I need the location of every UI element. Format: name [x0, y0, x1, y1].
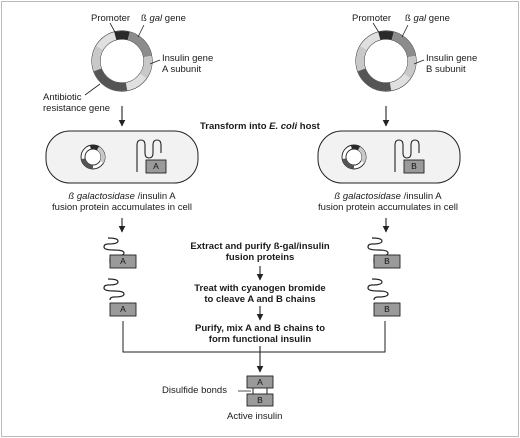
- cell-left: [45, 130, 199, 184]
- promoter-leader-right: [372, 22, 381, 35]
- insulin-a-chain: [246, 375, 274, 389]
- insulin-a-leader: [149, 59, 161, 65]
- cleaved-right: [367, 278, 401, 317]
- label-active-insulin: Active insulin: [227, 411, 283, 422]
- antibiotic-segment-left: [93, 68, 128, 91]
- chain-letter-fusion-right: B: [384, 256, 390, 266]
- merge-line: [122, 321, 386, 353]
- promoter-segment-right: [378, 31, 394, 40]
- fusion-chain-cell-left: [136, 139, 162, 172]
- bgal-segment-right: [391, 32, 416, 58]
- insulin-b-segment: [403, 55, 416, 79]
- plasmid-right: [355, 22, 425, 92]
- plasmid-left: [84, 22, 161, 96]
- promoter-segment-left: [114, 31, 130, 40]
- antibiotic-segment-right: [357, 68, 392, 91]
- chain-letter-cell-right: B: [411, 161, 417, 171]
- label-transform: Transform into E. coli host: [200, 121, 320, 132]
- chain-letter-cleaved-left: A: [120, 304, 126, 314]
- cell-right: [317, 130, 461, 184]
- chain-letter-cleaved-right: B: [384, 304, 390, 314]
- fusion-chain-cell-right: [394, 139, 420, 172]
- bgal-leader-right: [401, 24, 409, 38]
- bgal-leader-left: [137, 24, 145, 38]
- label-disulfide: Disulfide bonds: [162, 385, 227, 396]
- label-fusion-left: ß galactosidase /insulin A fusion protei…: [52, 191, 192, 213]
- chain-letter-cell-left: A: [153, 161, 159, 171]
- chain-letter-active-b: B: [257, 395, 263, 405]
- fusion-protein-right: [367, 237, 401, 269]
- fusion-protein-left: [103, 237, 137, 269]
- chain-letter-active-a: A: [257, 377, 263, 387]
- cleaved-left: [103, 278, 137, 317]
- label-promoter-right: Promoter: [352, 13, 392, 24]
- chain-letter-fusion-left: A: [120, 256, 126, 266]
- insulin-b-leader: [413, 59, 425, 65]
- bgal-segment-left: [127, 32, 152, 58]
- label-promoter-left: Promoter: [91, 13, 131, 24]
- insulin-b-chain: [246, 393, 274, 407]
- promoter-leader-left: [109, 22, 117, 35]
- antibiotic-leader-left: [84, 83, 101, 96]
- label-fusion-right: ß galactosidase /insulin A fusion protei…: [318, 191, 458, 213]
- label-bgal-right: ß gal gene: [405, 13, 450, 24]
- insulin-a-segment: [139, 55, 152, 79]
- label-bgal-left: ß gal gene: [141, 13, 186, 24]
- active-insulin: [238, 375, 274, 407]
- plasmid-segment-left-2: [92, 46, 104, 72]
- plasmid-segment-right-2: [356, 46, 368, 72]
